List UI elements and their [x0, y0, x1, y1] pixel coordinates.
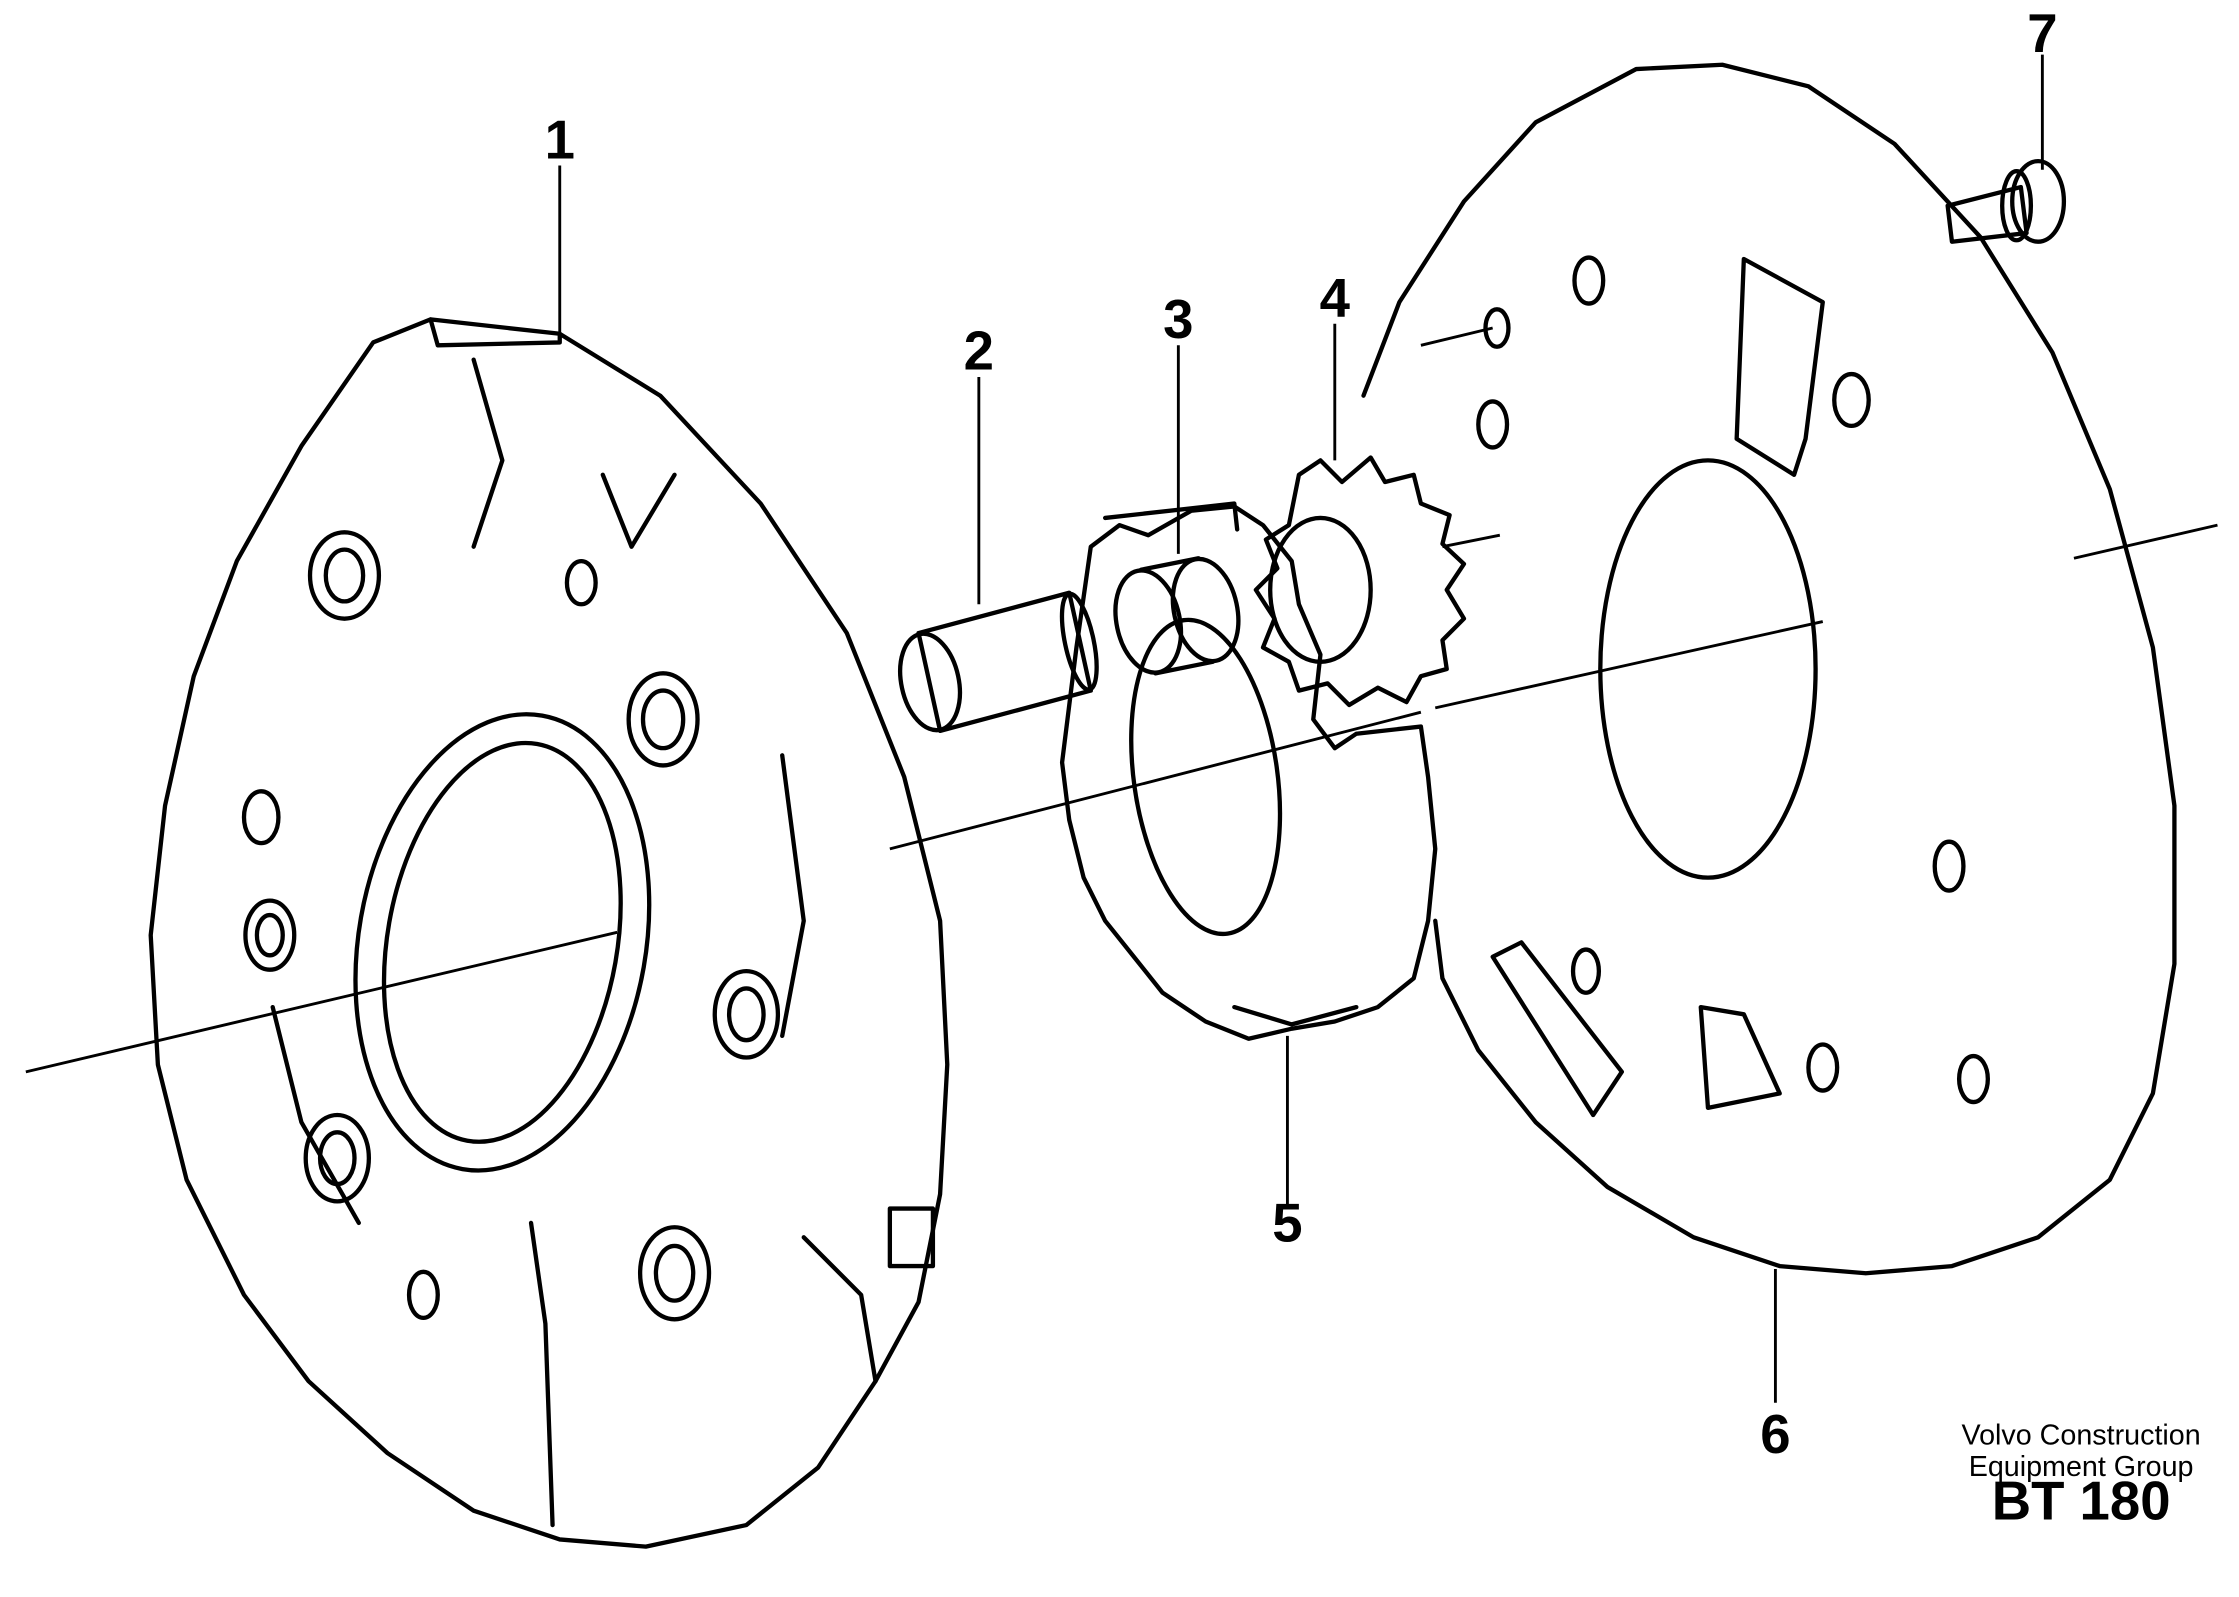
callout-6: 6	[1760, 1404, 1790, 1465]
plate-part-6	[1361, 62, 2177, 1276]
callout-4: 4	[1320, 267, 1351, 328]
small-gear-part-4	[1253, 455, 1467, 708]
bolt-part-7	[1945, 158, 2067, 244]
center-axis	[25, 326, 2218, 1074]
shaft-part-2	[898, 590, 1099, 734]
large-gear-part-5	[1059, 501, 1438, 1041]
pump-housing-part-1	[148, 317, 950, 1549]
callout-7: 7	[2027, 3, 2057, 64]
callout-1: 1	[545, 109, 575, 170]
callout-labels: 1 2 3 4 5 6 7	[545, 3, 2058, 1465]
callout-5: 5	[1272, 1193, 1302, 1254]
leader-lines	[558, 54, 2044, 1403]
company-line-2: Equipment Group	[1969, 1451, 2194, 1483]
callout-2: 2	[964, 321, 994, 382]
footer-credit: Volvo Construction Equipment Group BT 18…	[1962, 1419, 2201, 1531]
callout-3: 3	[1163, 289, 1193, 350]
company-line-1: Volvo Construction	[1962, 1419, 2201, 1451]
figure-code: BT 180	[1992, 1470, 2171, 1531]
needle-bearing-part-3	[1113, 556, 1241, 676]
